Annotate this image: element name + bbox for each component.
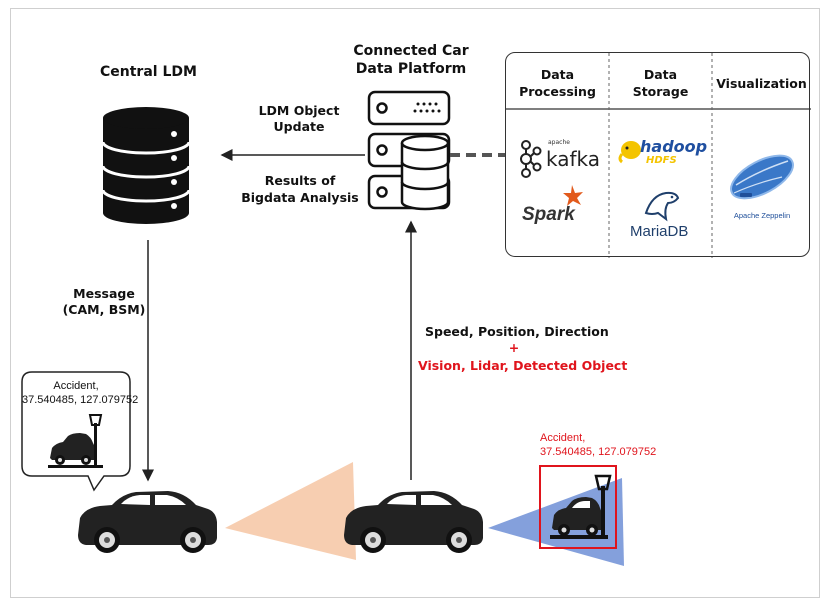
- server-icon: [367, 90, 451, 211]
- platform-title-line2: Data Platform: [355, 61, 467, 77]
- accident-speech-bubble: [21, 371, 131, 492]
- hdfs-label: HDFS: [646, 155, 677, 166]
- upload-line2: Vision, Lidar, Detected Object: [418, 358, 628, 373]
- zeppelin-label: Apache Zeppelin: [733, 211, 791, 220]
- kafka-logo-icon: [520, 140, 542, 178]
- col-processing-header-line2: Processing: [519, 84, 596, 99]
- message-line1: Message: [73, 286, 135, 301]
- hadoop-label: hadoop: [640, 137, 708, 156]
- col-storage-header-line1: Data: [643, 67, 678, 82]
- kafka-label: kafka: [546, 147, 601, 171]
- spark-label: Spark: [522, 204, 575, 225]
- detected-line2: 37.540485, 127.079752: [540, 446, 657, 458]
- accident-crash-icon: [48, 414, 103, 468]
- car-left-icon: [78, 491, 217, 553]
- bubble-line1: Accident,: [53, 380, 99, 392]
- kafka-apache-label: apache: [548, 139, 570, 146]
- detected-object-box: [539, 465, 617, 549]
- col-storage-header-line2: Storage: [632, 84, 689, 99]
- upload-line1: Speed, Position, Direction: [425, 324, 609, 339]
- detected-crash-icon: [550, 474, 612, 539]
- panel-dividers: [506, 53, 811, 258]
- col-visualization-header: Visualization: [716, 76, 807, 91]
- detected-line1: Accident,: [540, 432, 586, 444]
- upload-plus: +: [508, 340, 520, 355]
- bubble-line2: 37.540485, 127.079752: [22, 394, 139, 406]
- mariadb-label: MariaDB: [630, 223, 689, 240]
- diagram-frame: [10, 8, 820, 598]
- ldm-update-line2: Update: [273, 119, 325, 134]
- platform-components-panel: Data Processing Data Storage Visualizati…: [505, 52, 811, 258]
- zeppelin-logo-icon: [730, 154, 794, 200]
- database-icon: [101, 107, 191, 224]
- results-line2: Bigdata Analysis: [241, 190, 359, 205]
- results-line1: Results of: [264, 173, 336, 188]
- car-center-icon: [344, 491, 483, 553]
- vision-cone: [225, 462, 356, 560]
- ldm-update-line1: LDM Object: [258, 103, 340, 118]
- col-processing-header-line1: Data: [540, 67, 575, 82]
- platform-title-line1: Connected Car: [353, 43, 469, 59]
- central-ldm-title: Central LDM: [100, 64, 197, 80]
- spark-star-icon: [563, 185, 583, 206]
- hadoop-elephant-icon: [618, 141, 641, 164]
- mariadb-seal-icon: [644, 191, 680, 222]
- message-line2: (CAM, BSM): [62, 302, 146, 317]
